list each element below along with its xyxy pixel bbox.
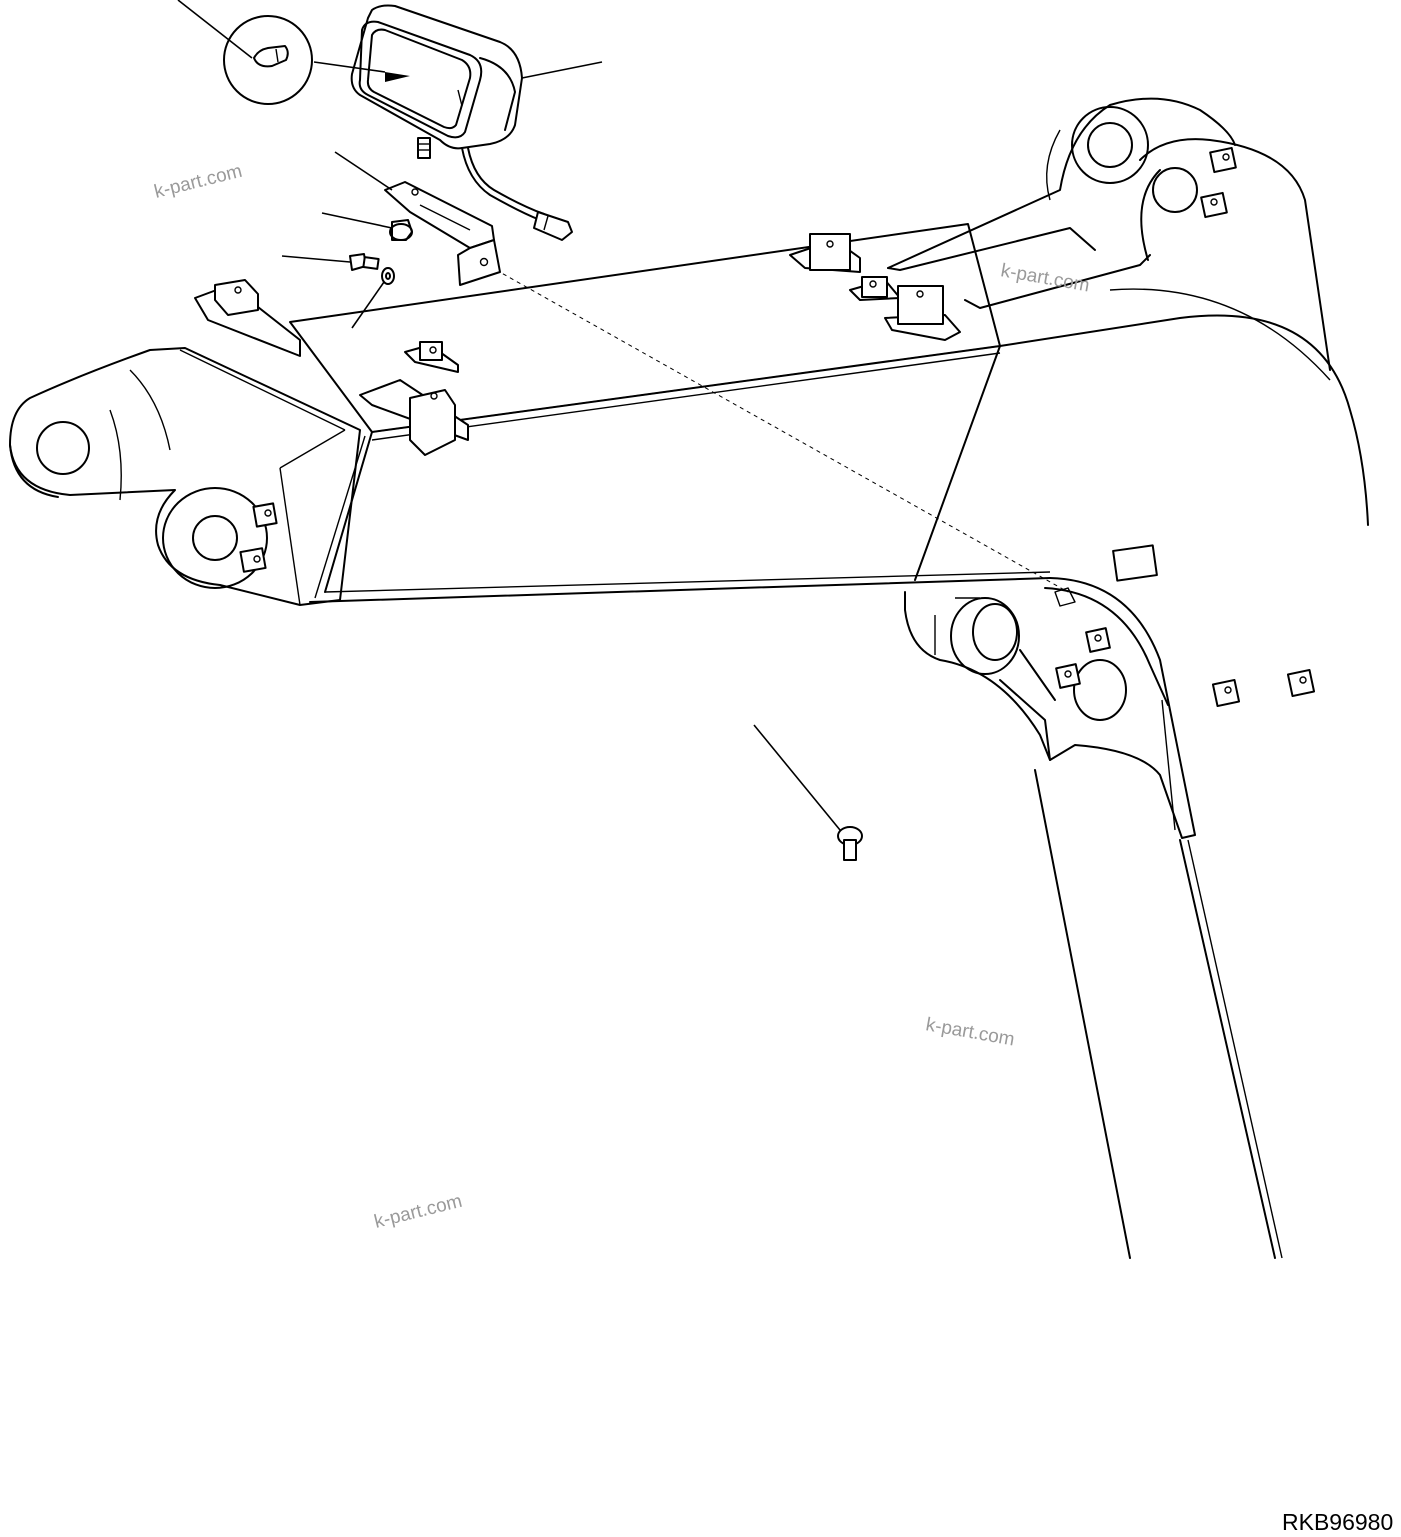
watermark: k-part.com	[924, 1014, 1016, 1050]
hardware	[223, 15, 863, 861]
assembly-line	[481, 261, 1069, 593]
watermark: k-part.com	[152, 161, 244, 203]
top-brackets	[194, 233, 961, 456]
boom-nose	[904, 544, 1316, 839]
arm-cylinder-bracket	[887, 97, 1331, 371]
watermark: k-part.com	[372, 1191, 464, 1233]
work-lamp	[350, 4, 573, 241]
arm	[1034, 769, 1283, 1259]
boom-body	[289, 223, 1369, 603]
lamp-bracket	[384, 181, 501, 286]
leader-lines	[177, 0, 841, 831]
boom-foot	[9, 347, 361, 606]
drawing-code: RKB96980	[1282, 1509, 1393, 1535]
